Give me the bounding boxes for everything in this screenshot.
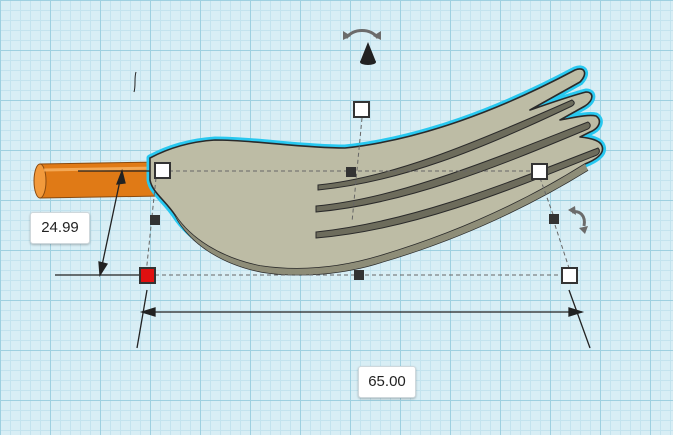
rotate-arrow-icon[interactable] (343, 29, 381, 41)
height-dimension-input[interactable]: 24.99 (30, 212, 90, 244)
corner-handle-bottom-right[interactable] (561, 267, 578, 284)
height-handle[interactable] (353, 101, 370, 118)
corner-handle-top-left[interactable] (154, 162, 171, 179)
rotate-arrow-icon[interactable] (568, 206, 588, 234)
cylinder-shape[interactable] (33, 161, 163, 199)
dimension-lines (55, 71, 591, 349)
cone-icon[interactable] (360, 42, 376, 65)
edge-handle-top[interactable] (346, 167, 356, 177)
corner-handle-top-right[interactable] (531, 163, 548, 180)
width-dimension-input[interactable]: 65.00 (358, 366, 416, 398)
fork-shape[interactable] (146, 65, 606, 276)
edge-handle-right[interactable] (549, 214, 559, 224)
edge-handle-bottom[interactable] (354, 270, 364, 280)
edge-handle-left[interactable] (150, 215, 160, 225)
corner-handle-bottom-left[interactable] (139, 267, 156, 284)
